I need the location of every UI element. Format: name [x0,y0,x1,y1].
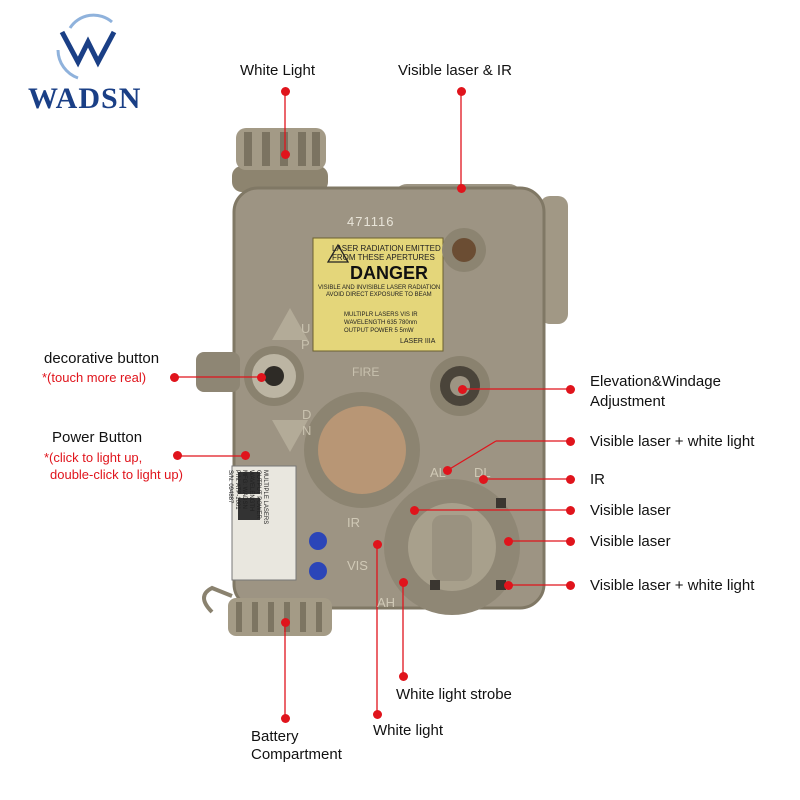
mode-vis: VIS [347,558,368,573]
callout-dot [566,437,575,446]
callout-vis-white-1: Visible laser + white light [590,433,755,450]
warning-class: LASER IIIA [400,338,436,345]
callout-vis-white-2: Visible laser + white light [590,577,755,594]
callout-power-note-2: double-click to light up) [50,467,183,482]
side-label-line: MFG: WADSN [241,470,247,509]
side-label-line: OUTPUT POWER [255,470,261,519]
callout-battery-1: Battery [251,728,299,745]
warning-row-3: OUTPUT POWER 5 5mW [344,328,414,334]
warning-line2: FROM THESE APERTURES [332,253,435,262]
callout-white-light: White Light [240,62,316,79]
down-letter-n: N [302,423,312,438]
callout-power-note-1: *(click to light up, [44,450,143,465]
callout-dot [443,466,452,475]
callout-dot [566,506,575,515]
down-letter-d: D [302,407,312,422]
callout-dot [479,475,488,484]
warning-line1: LASER RADIATION EMITTED [332,244,441,253]
callout-dot [504,581,513,590]
callout-dot [566,537,575,546]
fire-text: FIRE [352,365,380,379]
callout-dot [457,184,466,193]
side-label-line: WAVELENGTH [248,470,254,512]
callout-dot [504,537,513,546]
up-letter-u: U [301,321,311,336]
up-letter-p: P [301,337,310,352]
callout-dot [281,87,290,96]
callout-power-button: Power Button [52,429,143,446]
side-label: MULTIPLE LASERS OUTPUT POWER WAVELENGTH … [226,470,268,570]
callout-dot [410,506,419,515]
side-label-line: P/N: ATP-1001 [234,470,240,510]
callout-dot [566,581,575,590]
callout-dot [241,451,250,460]
wadsn-logo-icon [56,13,117,80]
side-label-line: S/N: 094887 [227,470,233,504]
brand-logo: WADSN [28,82,142,115]
warning-line3: VISIBLE AND INVISIBLE LASER RADIATION [318,285,441,291]
warning-row-2: WAVELENGTH 635 780nm [344,320,418,326]
mode-ah: AH [377,595,396,610]
callout-dot [170,373,179,382]
side-label-line: MULTIPLE LASERS [262,470,268,525]
mode-al: AL [430,465,446,480]
callout-white-light-bottom: White light [373,722,444,739]
warning-row-1: MULTIPLR LASERS VIS IR [344,312,418,318]
mode-ir: IR [347,515,360,530]
callout-dot [566,385,575,394]
callout-battery-2: Compartment [251,746,342,763]
callout-strobe: White light strobe [396,686,512,703]
callout-dot [457,87,466,96]
callout-dot [173,451,182,460]
callout-ir: IR [590,471,605,488]
warning-line4: AVOID DIRECT EXPOSURE TO BEAM [326,292,432,298]
callout-visible-laser-ir: Visible laser & IR [398,62,512,79]
callout-dot [399,578,408,587]
callout-elevation-1: Elevation&Windage [590,373,721,390]
callout-dot [281,618,290,627]
callout-dot [458,385,467,394]
callout-dot [281,714,290,723]
callout-dot [399,672,408,681]
callout-dot [373,710,382,719]
callout-dot [566,475,575,484]
serial-number: 471116 [347,214,395,229]
callout-visible-laser-1: Visible laser [590,502,671,519]
callout-decorative-button: decorative button [44,350,160,367]
callout-dot [257,373,266,382]
callout-dot [281,150,290,159]
callout-visible-laser-2: Visible laser [590,533,671,550]
warning-danger: DANGER [350,263,429,283]
callout-decorative-note: *(touch more real) [42,370,147,385]
callout-dot [373,540,382,549]
callout-elevation-2: Adjustment [590,393,666,410]
